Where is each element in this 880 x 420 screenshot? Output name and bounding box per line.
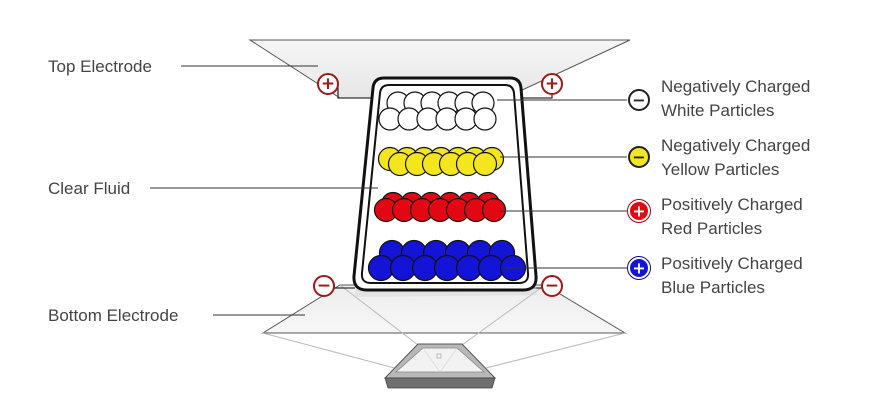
legend-red: + Positively Charged Red Particles [627,195,803,238]
leader-lines [150,65,627,316]
capsule-inner [360,84,530,284]
top-electrode-plus-left-icon: + [317,73,339,95]
particle-blue [411,254,439,282]
label-clear-fluid: Clear Fluid [48,179,130,198]
particle-blue [389,254,417,282]
particle-blue [477,254,505,282]
particle-red [481,197,507,223]
particles-red [373,191,507,223]
svg-text:+: + [321,74,335,94]
legend-yellow-line2: Yellow Particles [661,160,779,179]
svg-text:+: + [632,202,645,221]
label-top-electrode: Top Electrode [48,57,152,76]
svg-text:−: − [317,276,331,296]
positive-charge-icon: + [627,199,651,223]
label-bottom-electrode: Bottom Electrode [48,306,178,325]
legend-blue: + Positively Charged Blue Particles [627,254,803,297]
svg-text:+: + [545,74,559,94]
legend-white-line1: Negatively Charged [661,77,810,96]
bottom-electrode-minus-left-icon: − [313,275,335,297]
e-reader-device [383,343,497,389]
bottom-electrode-minus-right-icon: − [541,275,563,297]
particle-white [473,107,497,131]
negative-charge-icon: − [628,89,650,111]
svg-text:−: − [632,91,645,110]
particle-blue [367,254,395,282]
particles-yellow [377,146,505,177]
legend-red-line1: Positively Charged [661,195,803,214]
positive-charge-icon: + [627,256,651,280]
legend-yellow-line1: Negatively Charged [661,136,810,155]
particles-blue [367,239,527,282]
particles-layer [367,91,527,282]
negative-charge-icon: − [628,146,650,168]
legend-blue-line1: Positively Charged [661,254,803,273]
legend-yellow: − Negatively Charged Yellow Particles [628,136,810,179]
legend-red-line2: Red Particles [661,219,762,238]
top-electrode-plus-right-icon: + [541,73,563,95]
particle-yellow [472,151,498,177]
svg-text:+: + [632,259,645,278]
legend-white-line2: White Particles [661,101,774,120]
particle-blue [433,254,461,282]
particles-white [378,91,497,131]
svg-text:−: − [632,148,645,167]
svg-text:−: − [545,276,559,296]
legend-white: − Negatively Charged White Particles [628,77,810,120]
legend-blue-line2: Blue Particles [661,278,765,297]
particle-blue [455,254,483,282]
